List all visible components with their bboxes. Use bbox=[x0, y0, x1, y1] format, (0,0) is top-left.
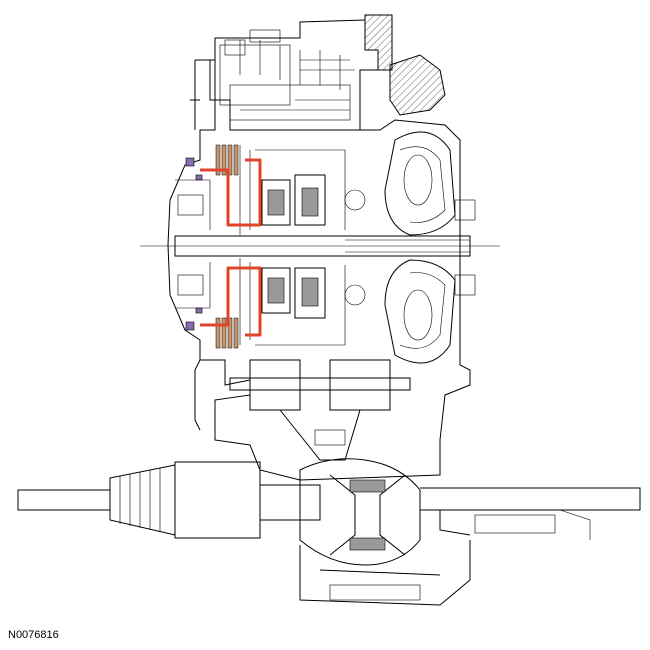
planetary-gearsets bbox=[255, 149, 366, 346]
differential bbox=[299, 458, 471, 606]
torque-converter bbox=[384, 131, 476, 364]
input-shaft bbox=[140, 235, 500, 257]
hydraulic-fluid-path bbox=[200, 158, 262, 337]
case-hatched-section bbox=[364, 14, 446, 116]
valve-body bbox=[209, 14, 393, 131]
clutch-assembly bbox=[175, 144, 251, 349]
transfer-shaft bbox=[229, 359, 411, 461]
transaxle-case bbox=[167, 59, 471, 481]
right-halfshaft bbox=[420, 487, 641, 540]
left-halfshaft bbox=[17, 461, 321, 539]
figure-id-label: N0076816 bbox=[8, 629, 59, 641]
